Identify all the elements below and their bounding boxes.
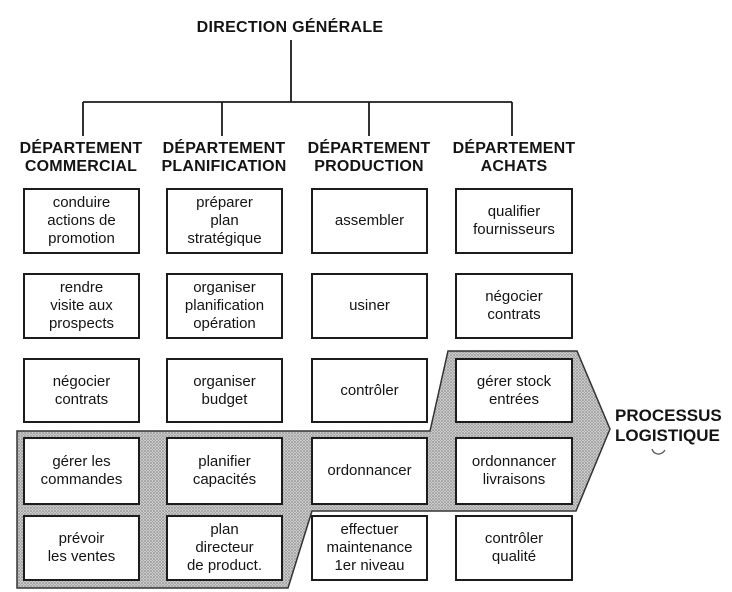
task-box-achats-5: contrôler qualité xyxy=(455,515,573,581)
dept-heading-achats: DÉPARTEMENT ACHATS xyxy=(452,140,576,175)
task-box-planification-5: plan directeur de product. xyxy=(166,515,283,581)
task-box-achats-1: qualifier fournisseurs xyxy=(455,188,573,254)
task-box-planification-3: organiser budget xyxy=(166,358,283,423)
task-box-commercial-4: gérer les commandes xyxy=(23,437,140,505)
task-box-planification-1: préparer plan stratégique xyxy=(166,188,283,254)
pen-mark-icon xyxy=(651,448,666,455)
task-box-planification-2: organiser planification opération xyxy=(166,273,283,339)
dept-heading-commercial: DÉPARTEMENT COMMERCIAL xyxy=(19,140,143,175)
page-title: DIRECTION GÉNÉRALE xyxy=(196,19,384,36)
task-box-achats-3: gérer stock entrées xyxy=(455,358,573,423)
task-box-achats-2: négocier contrats xyxy=(455,273,573,339)
task-box-production-4: ordonnancer xyxy=(311,437,428,505)
task-box-achats-4: ordonnancer livraisons xyxy=(455,437,573,505)
task-box-commercial-2: rendre visite aux prospects xyxy=(23,273,140,339)
dept-heading-planification: DÉPARTEMENT PLANIFICATION xyxy=(161,140,287,175)
task-box-planification-4: planifier capacités xyxy=(166,437,283,505)
process-arrow-label: PROCESSUS LOGISTIQUE xyxy=(615,406,722,445)
task-box-production-2: usiner xyxy=(311,273,428,339)
task-box-commercial-1: conduire actions de promotion xyxy=(23,188,140,254)
task-box-production-1: assembler xyxy=(311,188,428,254)
task-box-commercial-5: prévoir les ventes xyxy=(23,515,140,581)
org-tree-lines xyxy=(82,40,513,136)
task-box-production-3: contrôler xyxy=(311,358,428,423)
dept-heading-production: DÉPARTEMENT PRODUCTION xyxy=(307,140,431,175)
task-box-production-5: effectuer maintenance 1er niveau xyxy=(311,515,428,581)
task-box-commercial-3: négocier contrats xyxy=(23,358,140,423)
